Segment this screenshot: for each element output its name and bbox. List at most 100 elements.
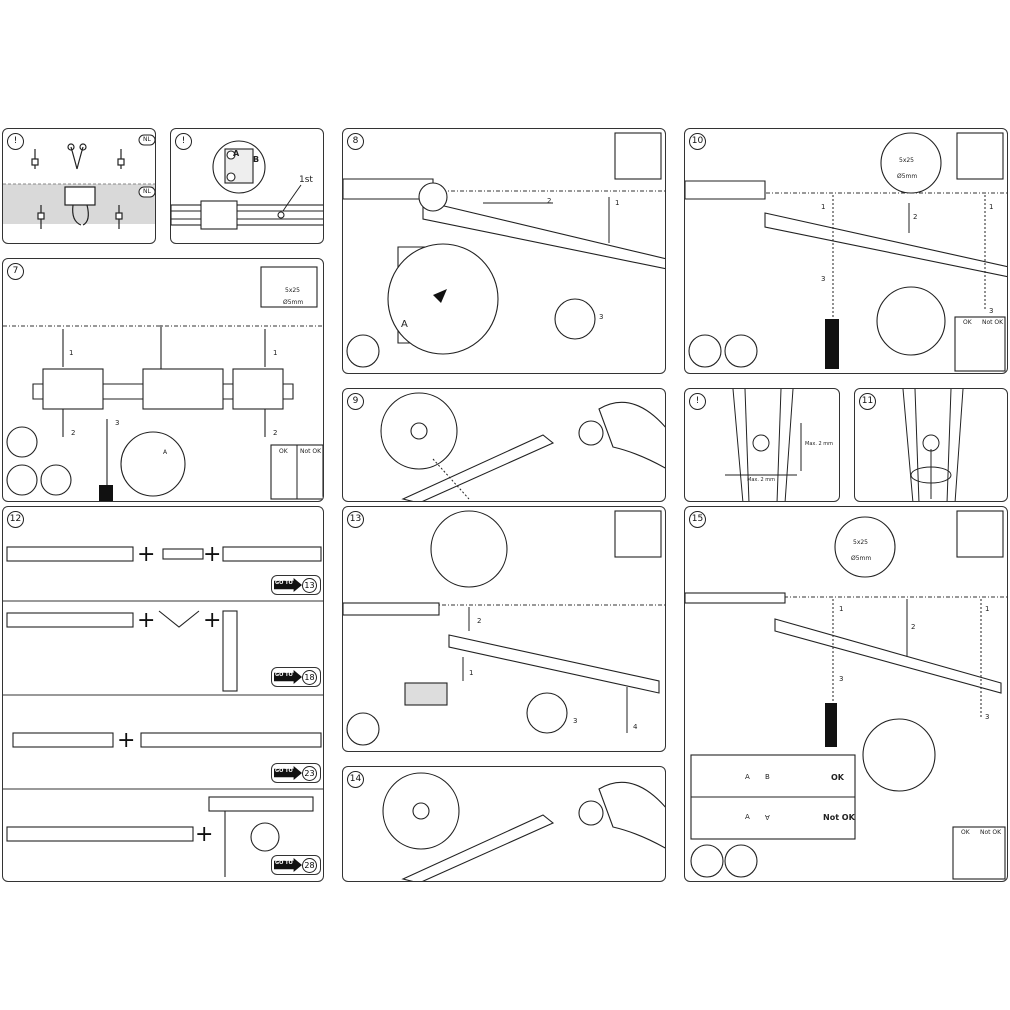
step-8: 8: [347, 133, 364, 150]
step-warning-track: !: [175, 133, 192, 150]
step-9-illustration: [380, 392, 665, 501]
nl-badge-bottom: NL: [143, 188, 151, 195]
label-a-8: A: [401, 319, 408, 330]
callout-1-15-right: 1: [985, 605, 990, 613]
callout-1-8: 1: [615, 199, 620, 207]
label-ok-15: OK: [961, 829, 970, 836]
callout-1-left: 1: [69, 349, 74, 357]
label-not-ok-15: Not OK: [980, 829, 1002, 836]
step-warning-wiring: !: [7, 133, 24, 150]
label-a-notok-rotated: A: [765, 813, 770, 821]
callout-2-15: 2: [911, 623, 916, 631]
callout-1-10-left: 1: [821, 203, 826, 211]
step-14-illustration: [382, 772, 665, 881]
callout-3-8: 3: [599, 313, 604, 321]
step-15: 15: [689, 511, 706, 528]
label-a-track: A: [233, 149, 240, 158]
callout-2-10: 2: [913, 213, 918, 221]
step-13: 13: [347, 511, 364, 528]
callout-3-15-right: 3: [985, 713, 990, 721]
svg-text:+: +: [203, 608, 221, 633]
label-drill-15: Ø5mm: [851, 555, 872, 562]
callout-2-13: 2: [477, 617, 482, 625]
label-screw-size-10: 5x25: [899, 157, 915, 164]
panel-step-13: 13 1 2 3 4: [342, 506, 666, 752]
step-8-illustration: [343, 132, 665, 368]
callout-1-15-left: 1: [839, 605, 844, 613]
svg-text:+: +: [195, 822, 213, 847]
step-7: 7: [7, 263, 24, 280]
goto-28-button[interactable]: GO TO 28: [271, 855, 321, 875]
callout-3-10-right: 3: [989, 307, 994, 315]
label-drill-7: Ø5mm: [283, 299, 304, 306]
callout-2-8: 2: [547, 197, 552, 205]
label-screw-size-15: 5x25: [853, 539, 869, 546]
step-13-illustration: [343, 510, 665, 746]
panel-step-7: 7 5x25 Ø5mm A: [2, 258, 324, 502]
svg-text:+: +: [137, 608, 155, 633]
callout-1-13: 1: [469, 669, 474, 677]
label-drill-10: Ø5mm: [897, 173, 918, 180]
label-not-ok-10: Not OK: [982, 319, 1004, 326]
callout-3-13: 3: [573, 717, 578, 725]
label-screw-size-7: 5x25: [285, 287, 301, 294]
callout-3-7: 3: [115, 419, 120, 427]
goto-18-button[interactable]: GO TO 18: [271, 667, 321, 687]
svg-text:+: +: [203, 542, 221, 567]
tolerance-illustration: [725, 389, 802, 501]
step-10-illustration: [685, 132, 1007, 372]
label-b-ok: B: [765, 773, 770, 781]
step-11-illustration: [902, 389, 964, 501]
panel-step-12: 12 ++ ++ + + GO TO 13 GO TO: [2, 506, 324, 882]
goto-13-button[interactable]: GO TO 13: [271, 575, 321, 595]
label-ok-7: OK: [279, 448, 288, 455]
callout-1-10-right: 1: [989, 203, 994, 211]
label-max-vertical: Max. 2 mm: [805, 441, 834, 447]
label-not-ok-connection: Not OK: [823, 813, 855, 822]
goto-18-number: 18: [302, 670, 317, 685]
callout-2-right: 2: [273, 429, 278, 437]
panel-step-9: 9: [342, 388, 666, 502]
step-10: 10: [689, 133, 706, 150]
callout-3-10-left: 3: [821, 275, 826, 283]
panel-step-10: 10 5x25 Ø5mm OK Not OK 1 1 2 3 3: [684, 128, 1008, 374]
label-ok-10: OK: [963, 319, 972, 326]
step-7-illustration: [3, 266, 323, 501]
callout-1-right: 1: [273, 349, 278, 357]
goto-23-button[interactable]: GO TO 23: [271, 763, 321, 783]
label-ok-connection: OK: [831, 773, 844, 782]
step-15-illustration: [685, 510, 1007, 880]
wiring-illustration: [3, 134, 155, 229]
label-b-track: B: [253, 155, 260, 164]
step-9: 9: [347, 393, 364, 410]
goto-28-number: 28: [302, 858, 317, 873]
nl-badge-top: NL: [143, 136, 151, 143]
label-first: 1st: [299, 175, 313, 185]
svg-text:+: +: [137, 542, 155, 567]
label-a-ok: A: [745, 773, 750, 781]
track-first-illustration: [171, 140, 323, 230]
panel-tolerance: ! Max. 2 mm Max. 2 mm: [684, 388, 840, 502]
goto-23-number: 23: [302, 766, 317, 781]
panel-wiring: ! NL NL: [2, 128, 156, 244]
label-not-ok-7: Not OK: [300, 448, 322, 455]
svg-text:+: +: [117, 728, 135, 753]
panel-step-14: 14: [342, 766, 666, 882]
panel-track-first: ! 1st A B: [170, 128, 324, 244]
label-max-horizontal: Max. 2 mm: [747, 477, 776, 483]
step-12-illustration: + + + + + +: [3, 542, 323, 877]
step-14: 14: [347, 771, 364, 788]
panel-step-15: 15 5x25 Ø5mm A B A A OK: [684, 506, 1008, 882]
callout-3-15-left: 3: [839, 675, 844, 683]
panel-step-8: 8 1 2 3 A: [342, 128, 666, 374]
label-a-7: A: [163, 449, 168, 456]
panel-step-11: 11: [854, 388, 1008, 502]
label-a-notok: A: [745, 813, 750, 821]
goto-13-number: 13: [302, 578, 317, 593]
callout-4-13: 4: [633, 723, 638, 731]
step-12: 12: [7, 511, 24, 528]
step-warning-tolerance: !: [689, 393, 706, 410]
step-11: 11: [859, 393, 876, 410]
callout-2-left: 2: [71, 429, 76, 437]
